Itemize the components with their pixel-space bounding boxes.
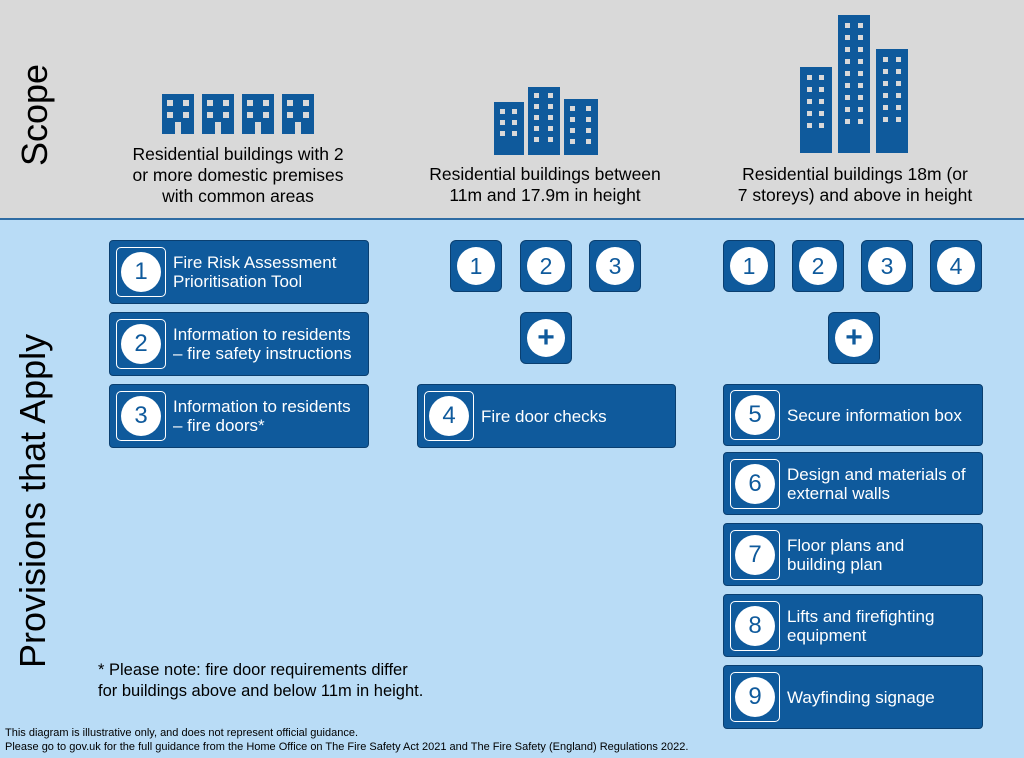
note-line: for buildings above and below 11m in hei…	[98, 682, 424, 700]
plus-icon: +	[835, 319, 873, 357]
chip-number: 4	[937, 247, 975, 285]
disclaimer: This diagram is illustrative only, and d…	[5, 726, 688, 754]
provision-line: Fire Risk Assessment	[173, 253, 337, 272]
provision-3-box: 3 Information to residents – fire doors*	[109, 384, 369, 448]
scope-text-col3: Residential buildings 18m (or 7 storeys)…	[720, 164, 990, 206]
provision-6-box: 6 Design and materials of external walls	[723, 452, 983, 515]
chip-1: 1	[723, 240, 775, 292]
chip-number: 2	[527, 247, 565, 285]
chip-2: 2	[520, 240, 572, 292]
chip-number: 2	[799, 247, 837, 285]
provision-line: equipment	[787, 626, 867, 645]
provision-line: Lifts and firefighting	[787, 607, 935, 626]
provision-number-badge: 6	[730, 458, 780, 509]
scope-line: Residential buildings 18m (or	[742, 164, 968, 184]
provision-number: 5	[735, 395, 775, 435]
provision-number-badge: 7	[730, 529, 780, 580]
provision-8-box: 8 Lifts and firefighting equipment	[723, 594, 983, 657]
chip-number: 3	[596, 247, 634, 285]
provision-text: Information to residents – fire doors*	[173, 397, 362, 435]
provision-line: Secure information box	[787, 406, 962, 425]
provision-line: building plan	[787, 555, 883, 574]
provision-number: 6	[735, 463, 775, 504]
chip-2: 2	[792, 240, 844, 292]
provision-line: Wayfinding signage	[787, 688, 935, 707]
scope-line: Residential buildings with 2	[132, 144, 344, 164]
provision-number-badge: 3	[116, 391, 166, 441]
provisions-label: Provisions that Apply	[12, 333, 53, 668]
provision-number: 8	[735, 605, 775, 646]
provision-number-badge: 8	[730, 600, 780, 651]
provision-line: – fire safety instructions	[173, 344, 352, 363]
chip-4: 4	[930, 240, 982, 292]
plus-chip: +	[828, 312, 880, 364]
provision-number-badge: 1	[116, 247, 166, 297]
provision-line: Information to residents	[173, 325, 351, 344]
four-low-buildings-icon	[162, 94, 314, 134]
disclaimer-line: Please go to gov.uk for the full guidanc…	[5, 741, 689, 753]
scope-line: 11m and 17.9m in height	[449, 185, 641, 205]
provision-1-box: 1 Fire Risk Assessment Prioritisation To…	[109, 240, 369, 304]
provision-line: Information to residents	[173, 397, 351, 416]
plus-icon: +	[527, 319, 565, 357]
provision-line: Prioritisation Tool	[173, 272, 303, 291]
three-tall-buildings-icon	[800, 15, 908, 153]
provision-line: Fire door checks	[481, 407, 607, 426]
scope-line: with common areas	[162, 186, 314, 206]
chip-number: 3	[868, 247, 906, 285]
provision-5-box: 5 Secure information box	[723, 384, 983, 446]
provision-text: Design and materials of external walls	[787, 465, 976, 503]
scope-text-col1: Residential buildings with 2 or more dom…	[110, 144, 366, 207]
provision-9-box: 9 Wayfinding signage	[723, 665, 983, 729]
scope-line: Residential buildings between	[429, 164, 661, 184]
scope-line: 7 storeys) and above in height	[737, 185, 973, 205]
chip-number: 1	[730, 247, 768, 285]
chip-1: 1	[450, 240, 502, 292]
provision-number-badge: 4	[424, 391, 474, 441]
provision-number: 7	[735, 534, 775, 575]
provision-4-box: 4 Fire door checks	[417, 384, 676, 448]
scope-label: Scope	[14, 63, 55, 166]
provision-number: 1	[121, 252, 161, 292]
provision-line: external walls	[787, 484, 890, 503]
provision-text: Wayfinding signage	[787, 688, 976, 707]
chip-3: 3	[589, 240, 641, 292]
provision-number: 3	[121, 396, 161, 436]
provision-text: Information to residents – fire safety i…	[173, 325, 362, 363]
provision-number-badge: 9	[730, 672, 780, 722]
chip-number: 1	[457, 247, 495, 285]
provision-number: 4	[429, 396, 469, 436]
scope-text-col2: Residential buildings between 11m and 17…	[410, 164, 680, 206]
scope-line: or more domestic premises	[132, 165, 344, 185]
provision-text: Fire door checks	[481, 407, 669, 426]
provision-line: – fire doors*	[173, 416, 265, 435]
provision-number-badge: 2	[116, 319, 166, 369]
plus-chip: +	[520, 312, 572, 364]
provision-2-box: 2 Information to residents – fire safety…	[109, 312, 369, 376]
provision-text: Fire Risk Assessment Prioritisation Tool	[173, 253, 362, 291]
disclaimer-line: This diagram is illustrative only, and d…	[5, 727, 359, 739]
provision-text: Secure information box	[787, 406, 976, 425]
provision-number: 9	[735, 677, 775, 717]
provision-number: 2	[121, 324, 161, 364]
fire-door-note: * Please note: fire door requirements di…	[98, 660, 423, 702]
provision-number-badge: 5	[730, 390, 780, 440]
provision-line: Design and materials of	[787, 465, 966, 484]
provision-text: Lifts and firefighting equipment	[787, 607, 976, 645]
note-line: * Please note: fire door requirements di…	[98, 661, 408, 679]
provision-7-box: 7 Floor plans and building plan	[723, 523, 983, 586]
provision-text: Floor plans and building plan	[787, 536, 976, 574]
provision-line: Floor plans and	[787, 536, 905, 555]
chip-3: 3	[861, 240, 913, 292]
three-mid-buildings-icon	[494, 87, 598, 155]
